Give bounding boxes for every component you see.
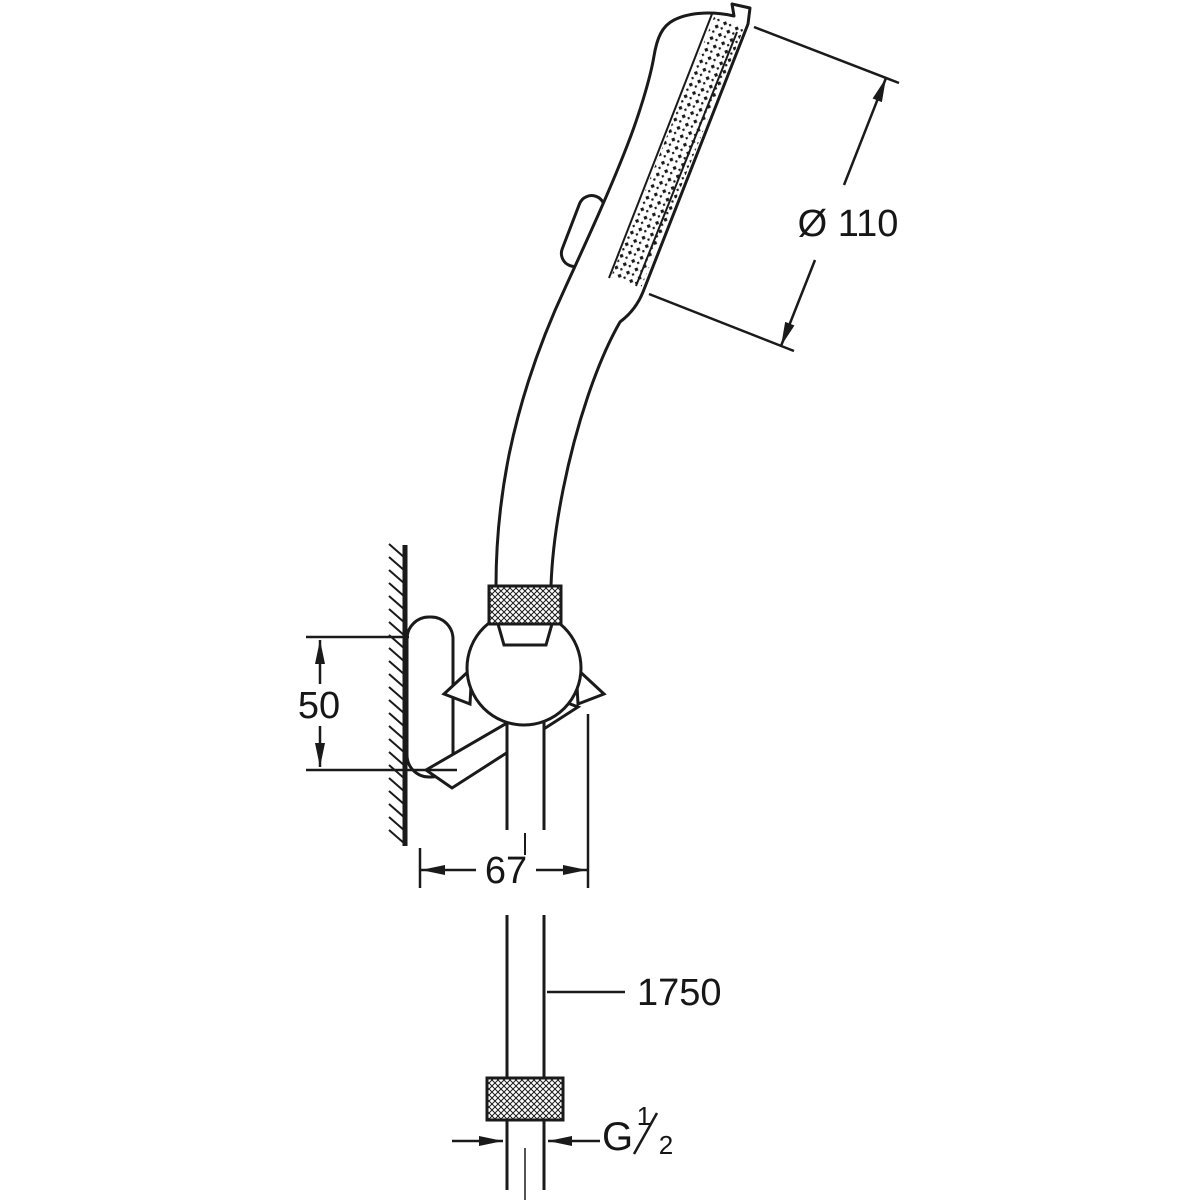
dim-holder-height [306, 635, 457, 772]
wall-hatching [388, 543, 406, 845]
spray-face [608, 13, 744, 288]
thread-label-g: G [602, 1115, 633, 1159]
dimension-line [842, 77, 888, 186]
thread-denominator: 2 [659, 1130, 673, 1160]
wall-section [388, 543, 408, 846]
dim-holder-offset-label: 67 [485, 850, 527, 892]
dimension-line [779, 259, 817, 347]
connector-nut [487, 584, 563, 626]
hose-connector-pipe [505, 1120, 546, 1200]
dim-head-diameter [648, 25, 900, 353]
hose-nut [485, 1076, 565, 1122]
extension-line [648, 292, 795, 353]
thread-numerator: 1 [637, 1101, 651, 1131]
dim-hose-length-label: 1750 [637, 972, 722, 1014]
handle-collar [496, 622, 554, 647]
fraction-slash [632, 1112, 659, 1155]
extension-line [753, 25, 900, 85]
dim-head-diameter-label: Ø 110 [798, 203, 899, 245]
dim-holder-offset [418, 714, 590, 888]
shower-hose [505, 915, 546, 1078]
wall-mount-plate [405, 615, 455, 779]
spray-nozzle-field [611, 17, 744, 288]
dim-thread [452, 1112, 659, 1155]
dim-holder-height-label: 50 [298, 685, 340, 727]
